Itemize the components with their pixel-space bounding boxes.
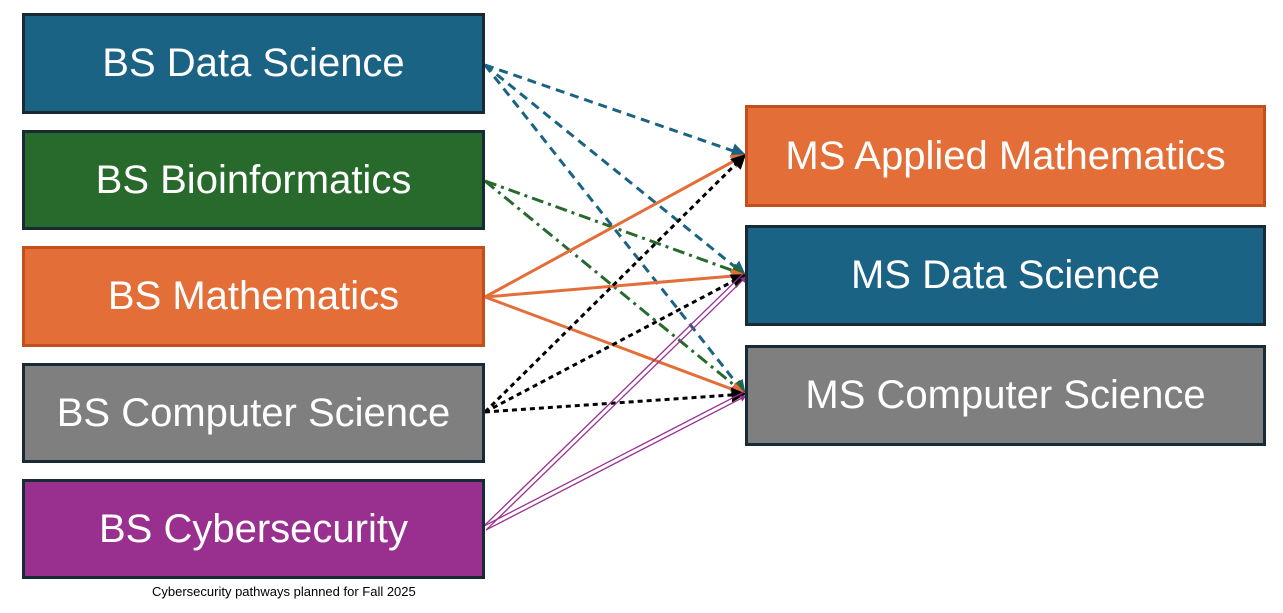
arrow-bs-data-science-to-ms-data-science <box>484 63 747 277</box>
arrow-bs-data-science-to-ms-applied-mathematics <box>484 63 747 158</box>
arrow-bs-mathematics-to-ms-data-science <box>484 268 747 299</box>
arrow-bs-mathematics-to-ms-applied-mathematics <box>484 153 747 299</box>
arrow-bs-data-science-to-ms-computer-science <box>483 64 747 396</box>
arrow-bs-computer-science-to-ms-computer-science <box>484 387 747 414</box>
bs-mathematics-box: BS Mathematics <box>22 246 485 347</box>
bs-data-science-box: BS Data Science <box>22 13 485 114</box>
bs-cybersecurity-label: BS Cybersecurity <box>99 506 408 551</box>
bs-bioinformatics-label: BS Bioinformatics <box>95 157 412 202</box>
ms-applied-mathematics-label: MS Applied Mathematics <box>785 133 1226 178</box>
arrow-bs-bioinformatics-to-ms-data-science <box>484 179 747 278</box>
ms-applied-mathematics-box: MS Applied Mathematics <box>745 105 1266 207</box>
ms-data-science-label: MS Data Science <box>850 253 1161 297</box>
bs-mathematics-label: BS Mathematics <box>107 274 400 318</box>
arrow-bs-computer-science-to-ms-applied-mathematics <box>483 153 747 414</box>
bs-cybersecurity-box: BS Cybersecurity <box>22 479 485 579</box>
ms-computer-science-label: MS Computer Science <box>805 373 1206 417</box>
bs-computer-science-label: BS Computer Science <box>56 390 451 435</box>
footnote: Cybersecurity pathways planned for Fall … <box>152 584 416 599</box>
bs-computer-science-box: BS Computer Science <box>22 363 485 463</box>
arrow-bs-cybersecurity-to-ms-computer-science <box>483 391 747 531</box>
arrow-bs-cybersecurity-to-ms-data-science <box>483 272 748 531</box>
arrow-bs-computer-science-to-ms-data-science <box>484 273 747 414</box>
ms-computer-science-box: MS Computer Science <box>745 345 1266 446</box>
arrow-bs-mathematics-to-ms-computer-science <box>484 295 747 397</box>
bs-data-science-label: BS Data Science <box>102 41 405 85</box>
ms-data-science-box: MS Data Science <box>745 225 1266 326</box>
bs-bioinformatics-box: BS Bioinformatics <box>22 130 485 230</box>
